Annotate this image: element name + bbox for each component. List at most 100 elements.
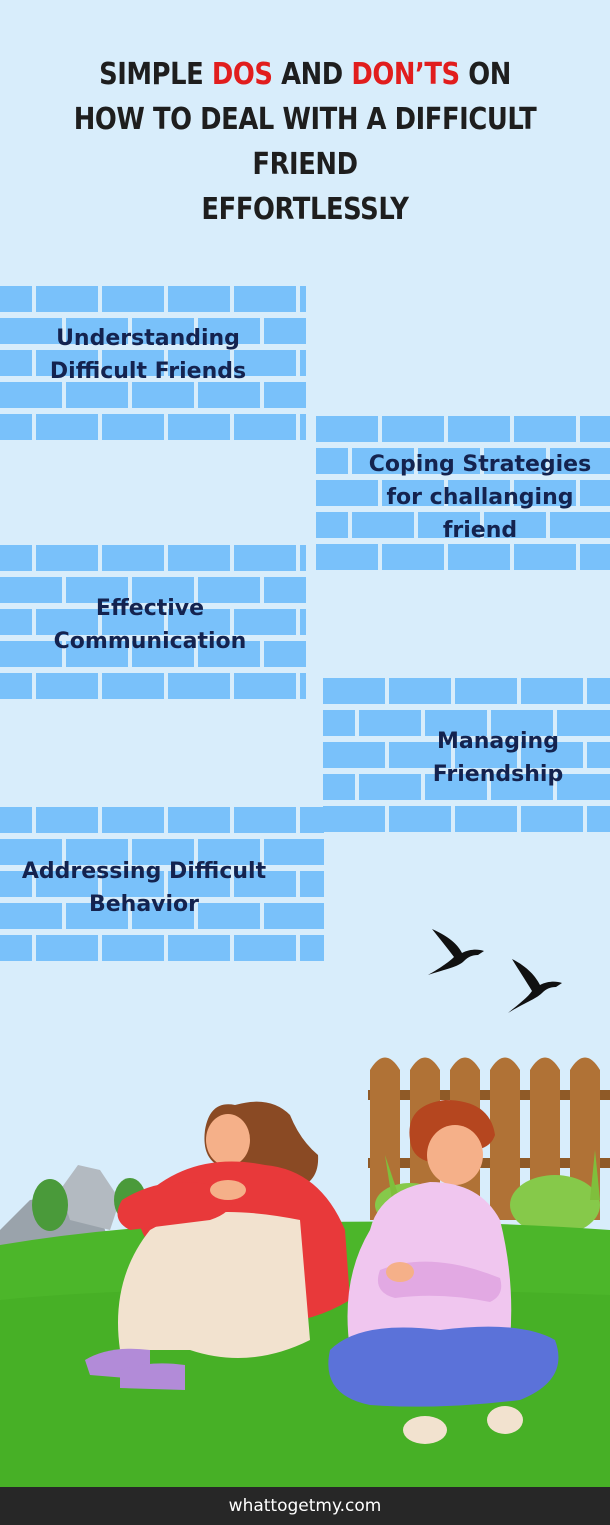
brick xyxy=(102,545,164,571)
brick xyxy=(455,806,517,832)
brick xyxy=(580,480,610,506)
brick xyxy=(0,577,62,603)
brick xyxy=(300,935,324,961)
brick xyxy=(264,382,306,408)
brick xyxy=(359,774,421,800)
brick xyxy=(0,286,32,312)
brick xyxy=(36,609,98,635)
brick xyxy=(491,710,553,736)
section-label-communication: Effective Communication xyxy=(53,596,247,654)
brick xyxy=(36,807,98,833)
bird-icon xyxy=(508,959,562,1013)
brick xyxy=(168,609,230,635)
title-donts-highlight: DON’TS xyxy=(351,57,460,92)
brick xyxy=(264,903,324,929)
brick xyxy=(36,545,98,571)
brick xyxy=(484,448,546,474)
brick xyxy=(132,839,194,865)
brick xyxy=(425,774,487,800)
brick xyxy=(587,742,610,768)
brick xyxy=(323,806,385,832)
brick xyxy=(455,678,517,704)
brick xyxy=(418,448,480,474)
brick xyxy=(448,544,510,570)
brick xyxy=(168,350,230,376)
brick xyxy=(102,414,164,440)
brick xyxy=(66,903,128,929)
brick xyxy=(102,350,164,376)
brick xyxy=(587,678,610,704)
brick xyxy=(316,416,378,442)
brick xyxy=(300,609,306,635)
woman-red-sweater xyxy=(85,1101,350,1390)
brick xyxy=(0,609,32,635)
brick xyxy=(132,318,194,344)
brick xyxy=(352,448,414,474)
brick xyxy=(234,286,296,312)
brick xyxy=(0,641,62,667)
brick xyxy=(316,512,348,538)
brick xyxy=(0,318,62,344)
brick xyxy=(521,806,583,832)
brick-wall-coping xyxy=(316,416,610,576)
brick xyxy=(491,774,553,800)
brick xyxy=(198,318,260,344)
brick xyxy=(418,512,480,538)
brick xyxy=(300,414,306,440)
page-title: SIMPLE DOS AND DON’TS ON HOW TO DEAL WIT… xyxy=(43,52,568,232)
brick xyxy=(102,286,164,312)
brick xyxy=(198,577,260,603)
title-line-3: EFFORTLESSLY xyxy=(201,192,409,227)
friends-scene-illustration xyxy=(0,1057,610,1490)
brick xyxy=(132,641,194,667)
brick xyxy=(132,382,194,408)
brick-wall-communication xyxy=(0,545,306,705)
brick xyxy=(36,286,98,312)
brick xyxy=(557,774,610,800)
brick xyxy=(0,871,32,897)
brick xyxy=(198,382,260,408)
brick xyxy=(198,839,260,865)
brick xyxy=(168,807,230,833)
brick xyxy=(0,903,62,929)
footer-bar: whattogetmy.com xyxy=(0,1487,610,1525)
brick xyxy=(300,807,324,833)
brick xyxy=(580,544,610,570)
brick xyxy=(316,544,378,570)
brick-wall-managing xyxy=(323,678,610,838)
brick xyxy=(234,673,296,699)
brick xyxy=(0,545,32,571)
brick xyxy=(557,710,610,736)
brick xyxy=(36,414,98,440)
brick xyxy=(66,839,128,865)
brick xyxy=(300,545,306,571)
section-label-managing: Managing Friendship xyxy=(432,729,564,787)
brick xyxy=(550,512,610,538)
brick xyxy=(323,710,355,736)
brick xyxy=(36,871,98,897)
brick xyxy=(484,512,546,538)
brick xyxy=(587,806,610,832)
section-label-coping: Coping Strategies for challanging friend xyxy=(368,452,592,543)
brick xyxy=(234,350,296,376)
brick-wall-addressing xyxy=(0,807,324,967)
brick xyxy=(168,286,230,312)
brick-wall-understanding xyxy=(0,286,306,446)
brick xyxy=(514,480,576,506)
brick xyxy=(264,318,306,344)
brick xyxy=(0,350,32,376)
brick xyxy=(66,382,128,408)
brick xyxy=(323,678,385,704)
brick xyxy=(323,774,355,800)
brick xyxy=(132,903,194,929)
rock-decoration xyxy=(0,1165,146,1250)
brick xyxy=(198,903,260,929)
brick xyxy=(300,871,324,897)
brick xyxy=(0,414,32,440)
brick xyxy=(389,806,451,832)
brick xyxy=(102,871,164,897)
brick xyxy=(0,382,62,408)
brick xyxy=(0,935,32,961)
brick xyxy=(455,742,517,768)
brick xyxy=(514,416,576,442)
